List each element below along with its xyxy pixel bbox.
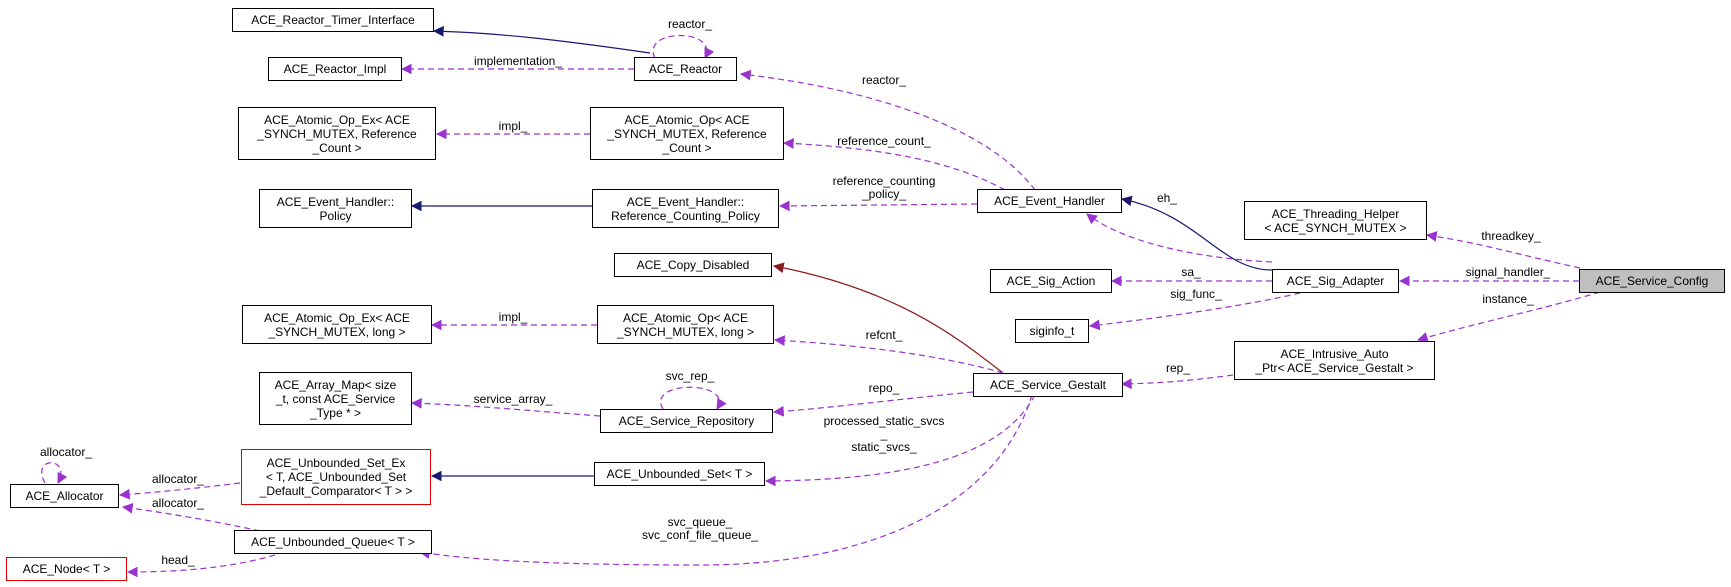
node-ace-atomic-op-refcount[interactable]: ACE_Atomic_Op< ACE _SYNCH_MUTEX, Referen… — [590, 107, 784, 160]
edge-sig-adapter-eh — [1086, 213, 1273, 263]
edge-label-sig-func: sig_func_ — [1170, 287, 1222, 301]
edge-gestalt-svc-queue — [418, 394, 1033, 566]
edge-label-sa: sa_ — [1181, 265, 1201, 279]
edge-repository-service-array — [410, 397, 601, 417]
edge-eh-rc-policy — [778, 200, 978, 212]
edge-label-reactor: reactor_ — [862, 73, 906, 87]
edge-queue-allocator — [121, 502, 261, 532]
edge-allocator-self — [41, 462, 68, 484]
edge-reactor-self — [652, 35, 715, 59]
edge-label-allocator-self: allocator_ — [40, 445, 92, 459]
edge-label-reference-count: reference_count_ — [837, 134, 931, 148]
edge-label-rep: rep_ — [1166, 361, 1190, 375]
edge-label-implementation: implementation_ — [474, 54, 562, 68]
edge-gestalt-refcnt — [773, 335, 1004, 374]
node-ace-service-config[interactable]: ACE_Service_Config — [1579, 269, 1725, 293]
edge-label-impl-long: impl_ — [499, 310, 528, 324]
edge-config-threadkey — [1425, 231, 1581, 269]
node-ace-allocator[interactable]: ACE_Allocator — [10, 484, 119, 508]
node-ace-atomic-op-ex-long[interactable]: ACE_Atomic_Op_Ex< ACE _SYNCH_MUTEX, long… — [242, 305, 432, 344]
node-siginfo-t[interactable]: siginfo_t — [1015, 319, 1089, 343]
node-ace-reactor-impl[interactable]: ACE_Reactor_Impl — [268, 57, 402, 81]
node-ace-sig-action[interactable]: ACE_Sig_Action — [990, 269, 1112, 293]
edge-label-svc-rep-self: svc_rep_ — [666, 369, 715, 383]
edge-label-svc-queue: svc_queue_svc_conf_file_queue_ — [642, 515, 758, 542]
node-ace-unbounded-set[interactable]: ACE_Unbounded_Set< T > — [594, 462, 765, 486]
node-ace-atomic-op-ex-refcount[interactable]: ACE_Atomic_Op_Ex< ACE _SYNCH_MUTEX, Refe… — [238, 107, 436, 160]
edge-sig-adapter-siginfo — [1088, 292, 1301, 331]
node-ace-array-map[interactable]: ACE_Array_Map< size _t, const ACE_Servic… — [259, 372, 412, 425]
edge-label-processed-static-svcs: processed_static_svcs_static_svcs_ — [824, 414, 945, 454]
node-ace-unbounded-queue[interactable]: ACE_Unbounded_Queue< T > — [234, 530, 432, 554]
node-ace-service-repository[interactable]: ACE_Service_Repository — [600, 409, 773, 433]
edge-eh-reactor — [739, 69, 1036, 191]
node-ace-node[interactable]: ACE_Node< T > — [6, 557, 127, 581]
edge-gestalt-static-svcs — [764, 394, 1036, 487]
edge-set-ex-allocator — [118, 482, 241, 500]
edge-reactor-inherits-timer-interface — [432, 25, 651, 54]
node-ace-event-handler-rc-policy[interactable]: ACE_Event_Handler:: Reference_Counting_P… — [592, 189, 779, 228]
edge-sig-adapter-inherits-event-handler — [1120, 195, 1273, 271]
node-ace-service-gestalt[interactable]: ACE_Service_Gestalt — [973, 373, 1123, 397]
edge-label-refcnt: refcnt_ — [866, 328, 903, 342]
edge-label-allocator-queue: allocator_ — [152, 496, 204, 510]
edge-label-repo: repo_ — [869, 381, 900, 395]
edge-intrusive-rep — [1120, 374, 1234, 390]
edge-gestalt-repo — [772, 391, 974, 417]
node-ace-copy-disabled[interactable]: ACE_Copy_Disabled — [614, 253, 772, 277]
node-ace-sig-adapter[interactable]: ACE_Sig_Adapter — [1272, 269, 1399, 293]
node-ace-intrusive-auto-ptr[interactable]: ACE_Intrusive_Auto _Ptr< ACE_Service_Ges… — [1234, 341, 1435, 380]
edge-config-instance — [1416, 291, 1601, 343]
node-ace-reactor[interactable]: ACE_Reactor — [634, 57, 737, 81]
edge-repository-self — [660, 386, 727, 410]
node-ace-event-handler-policy[interactable]: ACE_Event_Handler:: Policy — [259, 189, 412, 228]
edge-label-instance: instance_ — [1482, 292, 1534, 306]
edge-gestalt-inherits-copy-disabled — [772, 262, 1004, 374]
edge-label-signal-handler: signal_handler_ — [1466, 265, 1551, 279]
node-ace-event-handler[interactable]: ACE_Event_Handler — [977, 189, 1122, 213]
node-ace-atomic-op-long[interactable]: ACE_Atomic_Op< ACE _SYNCH_MUTEX, long > — [597, 305, 774, 344]
edge-eh-reference-count — [782, 138, 1006, 191]
edge-label-reactor-self: reactor_ — [668, 17, 712, 31]
edge-queue-head — [126, 554, 276, 578]
edge-label-threadkey: threadkey_ — [1481, 229, 1541, 243]
edge-label-service-array: service_array_ — [474, 392, 553, 406]
node-ace-reactor-timer-interface[interactable]: ACE_Reactor_Timer_Interface — [232, 8, 434, 32]
node-ace-threading-helper[interactable]: ACE_Threading_Helper < ACE_SYNCH_MUTEX > — [1244, 201, 1427, 240]
node-ace-unbounded-set-ex[interactable]: ACE_Unbounded_Set_Ex < T, ACE_Unbounded_… — [241, 449, 431, 505]
edge-label-impl-refcount: impl_ — [499, 119, 528, 133]
edge-label-head: head_ — [161, 553, 195, 567]
edge-label-allocator-set: allocator_ — [152, 472, 204, 486]
edge-label-eh: eh_ — [1157, 191, 1177, 205]
edge-label-reference-counting-policy: reference_counting_policy_ — [833, 174, 936, 201]
